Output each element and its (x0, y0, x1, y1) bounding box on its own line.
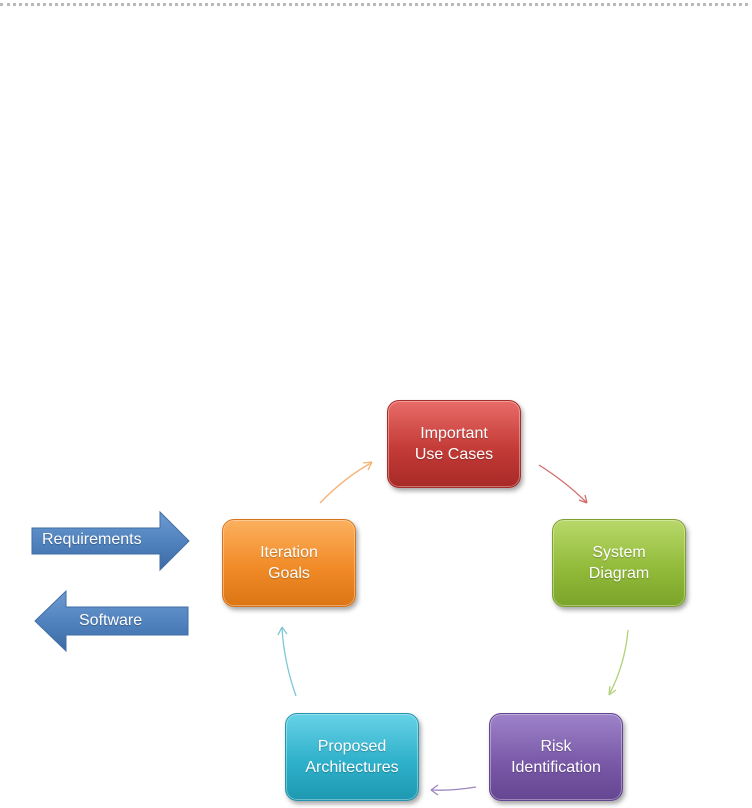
step-label-line1: Iteration (260, 544, 318, 561)
step-label-line2: Identification (511, 759, 601, 776)
top-dotted-divider (0, 3, 748, 6)
step-label-line2: Architectures (305, 759, 399, 776)
step-label-line2: Goals (268, 565, 310, 582)
requirements-arrow (31, 510, 190, 572)
step-label-line1: System (592, 544, 646, 561)
step-label-line1: Proposed (317, 738, 387, 755)
connector-proposed-to-iteration (277, 626, 297, 697)
step-label-line2: Use Cases (414, 446, 494, 463)
connector-system-to-risk (608, 629, 629, 696)
step-risk-identification: Risk Identification (489, 713, 623, 801)
software-label: Software (79, 612, 143, 629)
software-arrow (34, 589, 189, 653)
step-system-diagram: System Diagram (552, 519, 686, 607)
step-proposed-architectures: Proposed Architectures (285, 713, 419, 801)
requirements-label: Requirements (42, 531, 142, 548)
connector-iteration-to-usecases (319, 461, 373, 504)
connector-risk-to-proposed (430, 784, 477, 796)
step-label-line1: Risk (540, 738, 572, 755)
step-label-line1: Important (420, 425, 488, 442)
connector-usecases-to-system (538, 464, 588, 504)
step-iteration-goals: Iteration Goals (222, 519, 356, 607)
step-label-line2: Diagram (588, 565, 650, 582)
step-important-use-cases: Important Use Cases (387, 400, 521, 488)
